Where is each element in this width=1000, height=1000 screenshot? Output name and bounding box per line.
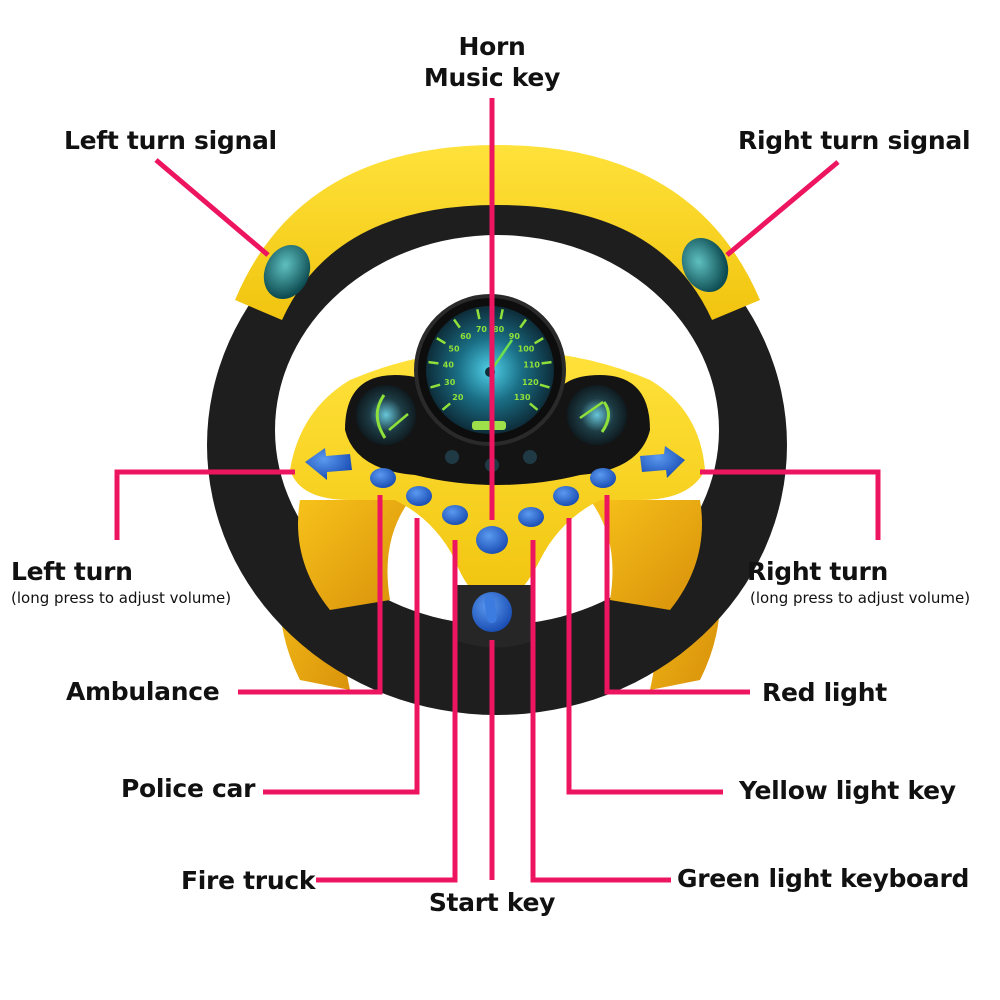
label-start-key: Start key xyxy=(428,888,556,917)
speedometer-tick xyxy=(428,360,439,365)
speedometer-tick-label: 100 xyxy=(518,344,535,353)
temp-gauge-arc xyxy=(600,401,610,433)
label-ambulance: Ambulance xyxy=(66,677,220,706)
fuel-gauge xyxy=(356,385,416,445)
leader-line-green-light xyxy=(530,540,671,883)
left-turn-signal-lens[interactable] xyxy=(255,237,319,306)
inner-leg-right xyxy=(590,500,702,610)
speedometer-tick xyxy=(453,318,461,329)
label-police-car: Police car xyxy=(121,774,256,803)
speedometer-tick-label: 50 xyxy=(448,344,460,353)
ambulance-button[interactable] xyxy=(370,468,396,488)
label-right-turn: Right turn xyxy=(747,557,889,586)
speedometer-tick xyxy=(529,402,539,411)
speedometer-tick xyxy=(430,383,441,389)
speedometer-tick-label: 20 xyxy=(452,393,464,402)
label-horn: Horn xyxy=(458,32,526,61)
green-light-button[interactable] xyxy=(518,507,544,527)
indicator-bulb-right xyxy=(523,450,537,464)
police-car-button[interactable] xyxy=(406,486,432,506)
speedometer-tick xyxy=(436,337,447,345)
right-turn-button[interactable] xyxy=(640,446,685,478)
speedometer-tick-label: 40 xyxy=(443,361,455,370)
label-left-turn-signal: Left turn signal xyxy=(64,126,277,155)
speedometer-tick-label: 60 xyxy=(460,332,472,341)
leader-line-police-car xyxy=(263,518,420,795)
speedometer-tick xyxy=(499,309,504,320)
label-fire-truck: Fire truck xyxy=(181,866,316,895)
fire-truck-button[interactable] xyxy=(442,505,468,525)
horn-music-button[interactable] xyxy=(476,526,508,554)
leader-line-ambulance xyxy=(238,495,383,695)
leader-line-right-turn xyxy=(700,469,881,540)
temp-gauge-needle xyxy=(579,400,604,420)
leader-line-fire-truck xyxy=(316,540,458,883)
label-left-turn: Left turn xyxy=(11,557,133,586)
speedometer-tick xyxy=(519,318,527,329)
speedometer-tick xyxy=(533,337,544,345)
fuel-gauge-arc xyxy=(375,394,387,439)
leader-line-left-turn xyxy=(114,469,295,540)
wheel-rim-yellow-arc xyxy=(235,145,760,320)
speedometer-tick-label: 120 xyxy=(522,378,539,387)
speedometer-badge xyxy=(472,421,506,430)
start-key-grip xyxy=(484,595,497,624)
left-turn-button[interactable] xyxy=(305,448,352,480)
leader-line-yellow-light xyxy=(566,518,723,795)
speedometer-tick-label: 110 xyxy=(523,361,540,370)
red-light-button[interactable] xyxy=(590,468,616,488)
yellow-light-button[interactable] xyxy=(553,486,579,506)
label-left-turn-note: (long press to adjust volume) xyxy=(11,589,232,607)
temp-gauge xyxy=(567,385,627,445)
indicator-bulb-left xyxy=(445,450,459,464)
speedometer-tick xyxy=(441,402,451,411)
speedometer-tick-label: 30 xyxy=(444,378,456,387)
speedometer-tick-label: 130 xyxy=(514,393,531,402)
label-right-turn-note: (long press to adjust volume) xyxy=(750,589,971,607)
fuel-gauge-needle xyxy=(388,413,409,431)
right-turn-signal-lens[interactable] xyxy=(673,230,737,299)
label-music-key: Music key xyxy=(423,63,561,92)
label-yellow-light-key: Yellow light key xyxy=(739,776,956,805)
leader-lines xyxy=(114,98,881,883)
leader-line-right-turn-signal xyxy=(725,160,840,257)
label-green-light-keyboard: Green light keyboard xyxy=(677,864,970,893)
speedometer-tick xyxy=(476,309,481,320)
leader-line-left-turn-signal xyxy=(154,158,270,257)
speedometer-tick-label: 70 xyxy=(476,325,488,334)
speedometer-tick-label: 80 xyxy=(493,325,505,334)
speedometer-tick xyxy=(541,360,552,365)
speedometer-tick xyxy=(539,383,550,389)
speedometer-tick-label: 90 xyxy=(509,332,521,341)
leader-line-red-light xyxy=(604,495,750,695)
label-red-light: Red light xyxy=(762,678,887,707)
label-right-turn-signal: Right turn signal xyxy=(738,126,971,155)
